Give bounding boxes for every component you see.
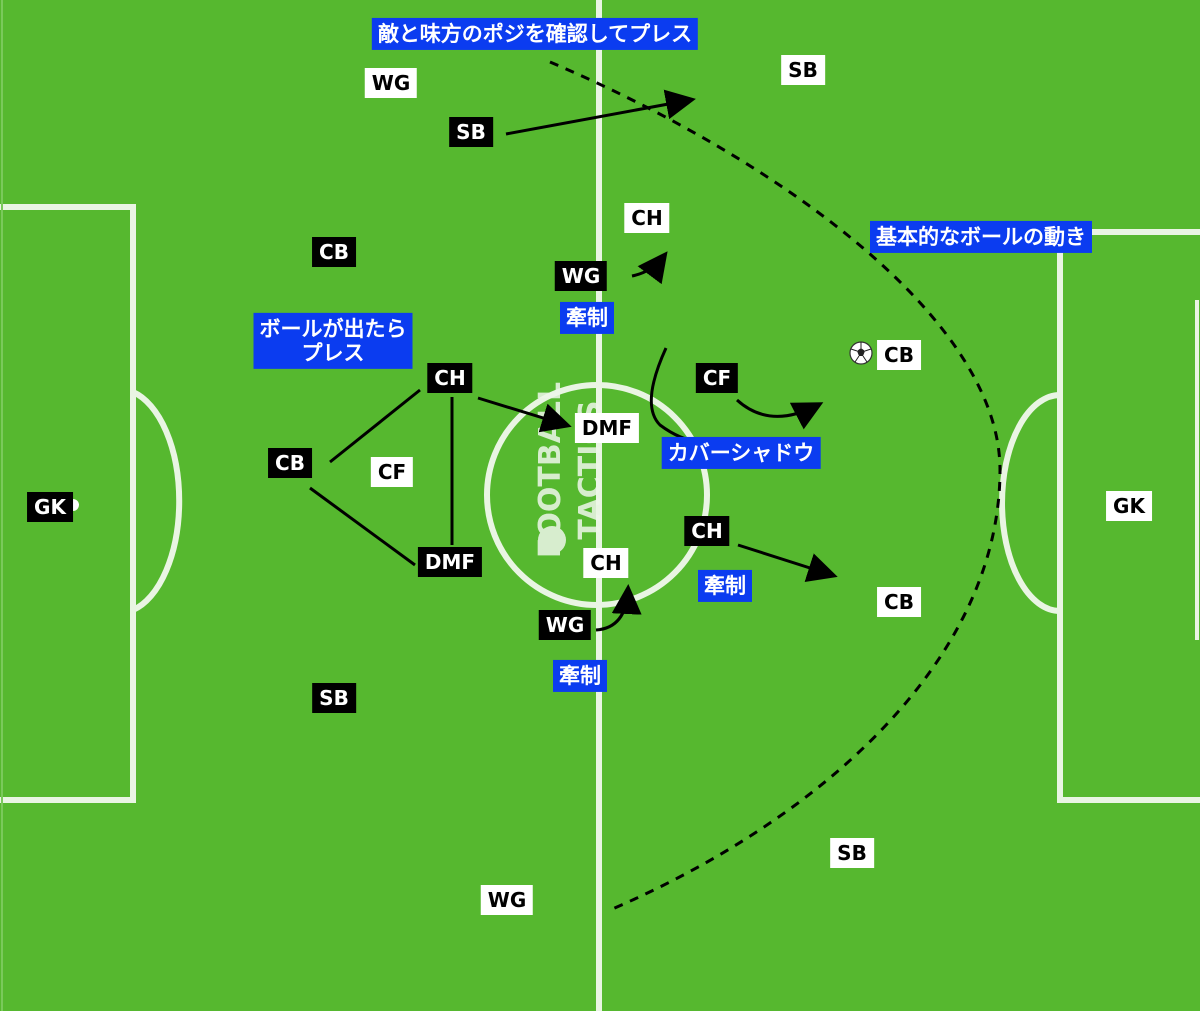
opponent-sb-bottom: SB (830, 838, 874, 868)
right-penalty-arc (999, 392, 1061, 614)
player-wg-bottom: WG (538, 610, 592, 640)
player-wg-top: WG (554, 261, 608, 291)
player-ch-left: CH (427, 363, 473, 393)
triangle-line-cb-dmf (309, 486, 416, 567)
opponent-ch-center: CH (583, 548, 629, 578)
arrow-wg-curve-bottom (595, 584, 642, 632)
opponent-wg-top: WG (364, 68, 418, 98)
opponent-wg-bottom: WG (480, 885, 534, 915)
player-cb-center: CB (268, 448, 312, 478)
opponent-cb-bottom: CB (877, 587, 921, 617)
left-penalty-box (0, 204, 136, 803)
opponent-ch-top: CH (624, 203, 670, 233)
watermark-ball-icon (538, 526, 566, 554)
arrow-ch-to-dmf (477, 396, 572, 433)
right-penalty-box (1057, 229, 1200, 803)
note-pin-3: 牽制 (553, 659, 607, 693)
triangle-line-cb-ch (329, 388, 421, 464)
arrow-wg-curve-top (631, 251, 668, 285)
note-press-on-ball: ボールが出たら プレス (253, 312, 413, 370)
opponent-sb-top: SB (781, 55, 825, 85)
arrow-cf-curve (735, 398, 824, 430)
player-cf: CF (695, 363, 739, 393)
note-ball-movement: 基本的なボールの動き (870, 220, 1092, 254)
ball-movement-dashed-path (549, 60, 1002, 912)
note-cover-shadow: カバーシャドウ (661, 436, 821, 470)
arrow-ch-to-cb (737, 543, 838, 582)
player-ch-right: CH (684, 516, 730, 546)
center-circle (484, 382, 710, 608)
opponent-gk: GK (1106, 491, 1152, 521)
player-cb-left: CB (312, 237, 356, 267)
opponent-cb-ball: CB (877, 340, 921, 370)
ball-icon (849, 341, 873, 365)
player-dmf: DMF (417, 547, 483, 577)
note-pin-2: 牽制 (698, 569, 752, 603)
player-sb-bottom: SB (312, 683, 356, 713)
opponent-dmf: DMF (574, 413, 640, 443)
note-press-check: 敵と味方のポジを確認してプレス (371, 17, 699, 51)
opponent-cf: CF (370, 457, 414, 487)
arrow-sb-forward (505, 89, 696, 136)
left-penalty-arc (131, 389, 183, 613)
player-sb-top: SB (449, 117, 493, 147)
note-pin-1: 牽制 (560, 301, 614, 335)
player-gk-left: GK (27, 492, 73, 522)
